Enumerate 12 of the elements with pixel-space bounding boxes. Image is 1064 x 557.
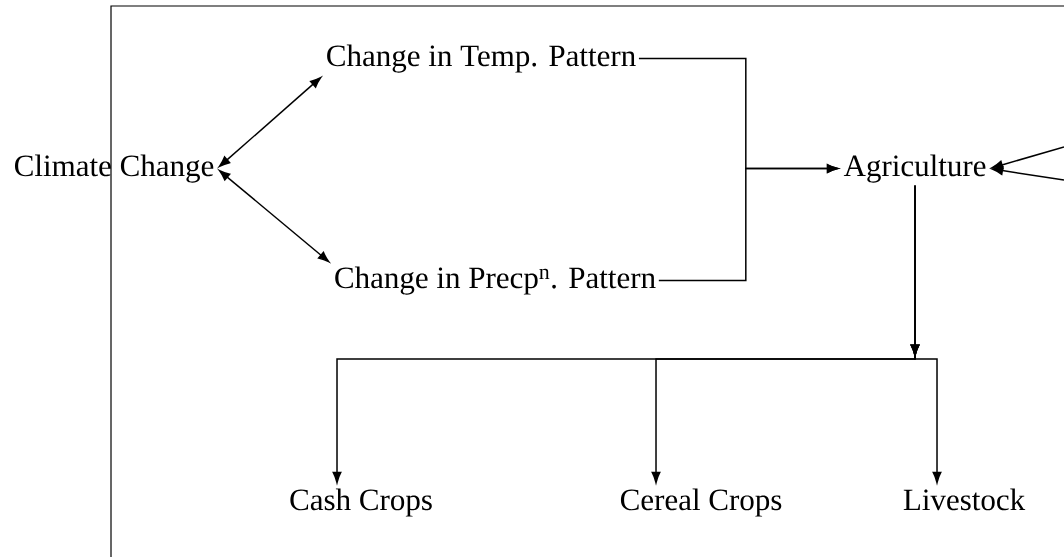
arrow xyxy=(910,184,942,484)
arrow xyxy=(658,164,839,282)
arrow xyxy=(218,169,330,263)
arrow xyxy=(991,166,1064,181)
node-label: Cash Crops xyxy=(290,488,432,517)
node-label: Agriculture xyxy=(843,154,986,183)
node-label: Cereal Crops xyxy=(620,488,782,517)
node-label: Livestock xyxy=(903,488,1026,511)
node-label: Change in Temp. Pattern xyxy=(327,44,636,73)
node-label: Change in Precp$^{n}$. Pattern xyxy=(335,266,656,295)
arrow xyxy=(991,146,1064,170)
arrow xyxy=(218,76,322,168)
